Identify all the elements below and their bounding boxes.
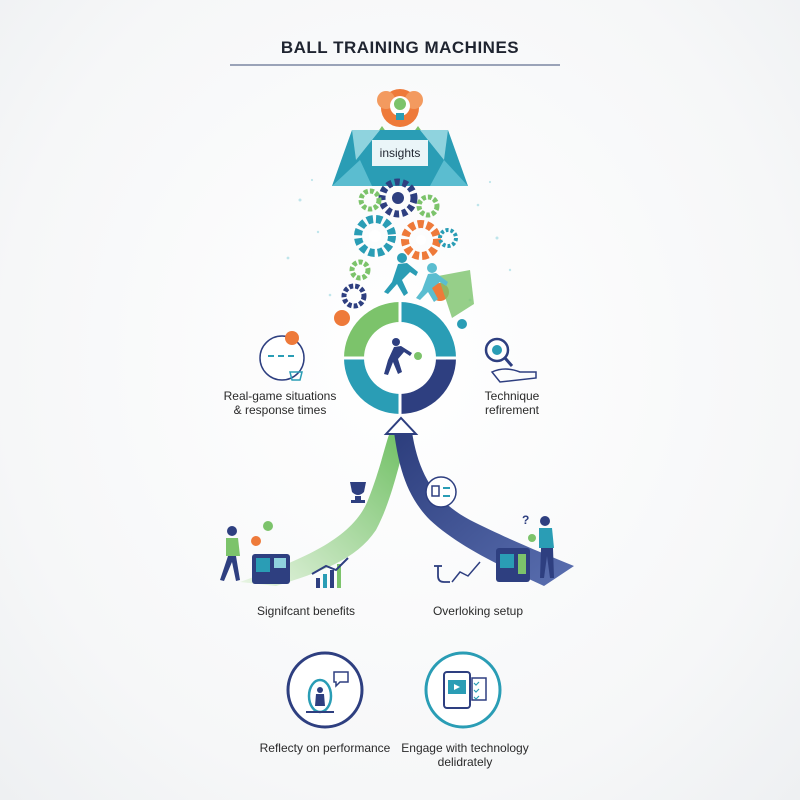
runner-figures [384,253,448,302]
engage-label-line2: delidrately [438,755,493,769]
tablet-video-checklist-icon [424,651,502,729]
bar-chart-icon [311,557,349,588]
insights-mosaic [332,130,468,186]
magnifier-hand-icon [484,337,537,383]
central-ring [342,300,458,416]
svg-text:?: ? [522,513,529,527]
page-title: BALL TRAINING MACHINES [280,38,520,57]
plug-graph-icon [434,561,481,583]
right-player-figure: ? [522,513,554,578]
real-game-label-line1: Real-game situations [224,389,337,403]
left-ball-machine [252,554,290,584]
title-underline [230,64,560,66]
trophy-icon [350,482,366,503]
arrow-up-head [383,416,419,435]
engage-label-line1: Engage with technology [401,741,528,755]
brain-lightbulb-icon [372,89,428,140]
left-player-figure [220,521,273,581]
setup-label: Overloking setup [433,604,523,618]
plug-connector-icon [425,476,457,508]
mirror-reflection-icon [286,651,364,729]
technique-label-line1: Technique [485,389,540,403]
basketball-play-icon [259,331,305,381]
real-game-label-line2: & response times [234,403,327,417]
navy-arrow [394,432,574,586]
benefits-label: Signifcant benefits [257,604,355,618]
reflect-label: Reflecty on performance [260,741,391,755]
right-ball-machine [496,548,530,582]
technique-label-line2: refirement [485,403,540,417]
green-arrow [240,432,408,586]
player-kicking-icon [384,338,422,375]
insights-label: insights [380,146,421,160]
